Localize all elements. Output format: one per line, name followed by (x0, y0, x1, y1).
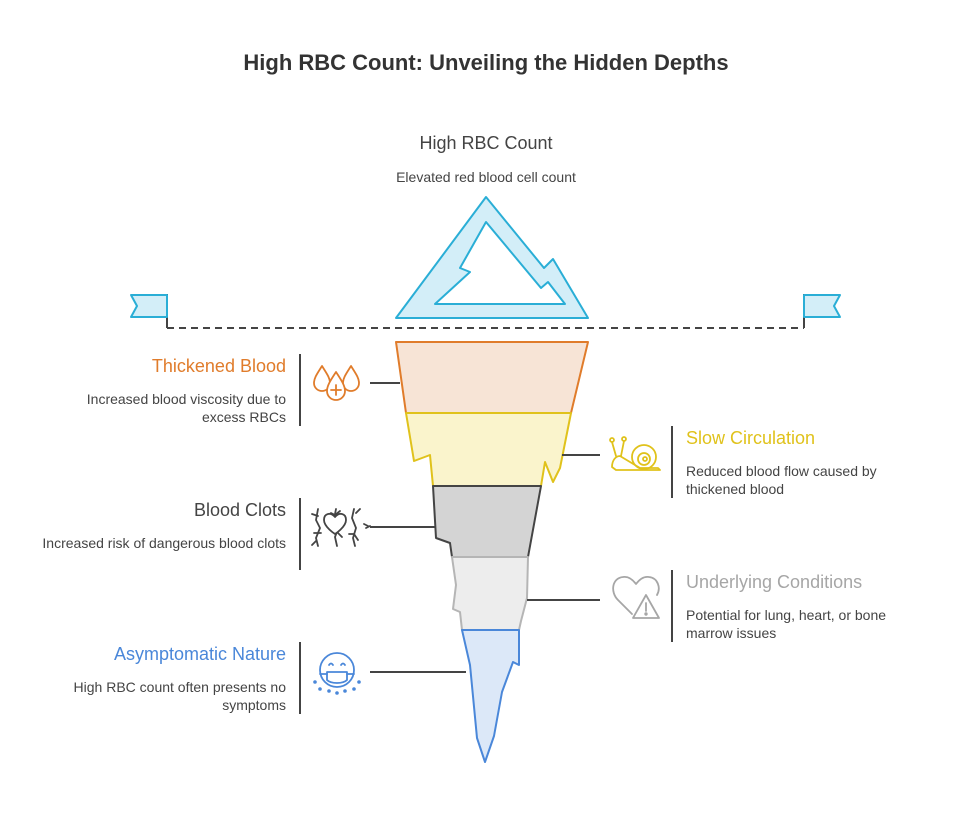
peak-title: High RBC Count (419, 133, 553, 153)
snail-icon (609, 436, 661, 471)
label-asymptomatic-nature: Asymptomatic Nature (113, 644, 286, 664)
iceberg-peak (395, 196, 589, 319)
description-underlying-conditions: Potential for lung, heart, or bone marro… (686, 607, 887, 641)
description-asymptomatic-nature: High RBC count often presents no symptom… (73, 679, 286, 713)
label-slow-circulation: Slow Circulation (686, 428, 816, 448)
peak-description: Elevated red blood cell count (396, 169, 576, 185)
layer-blood-clots (432, 485, 542, 558)
layer-underlying-conditions (451, 556, 529, 631)
layer-slow-circulation (405, 412, 572, 487)
description-blood-clots: Increased risk of dangerous blood clots (42, 535, 286, 551)
heart-warning-icon (612, 575, 660, 619)
blood-drops-icon (313, 365, 360, 401)
blood-clot-icon (311, 508, 371, 547)
peak-inner (434, 221, 566, 305)
description-slow-circulation: Reduced blood flow caused by thickened b… (686, 463, 877, 497)
right-flag (803, 294, 841, 318)
connectors (299, 354, 673, 714)
left-flag (130, 294, 168, 318)
label-blood-clots: Blood Clots (193, 500, 286, 520)
label-thickened-blood: Thickened Blood (151, 356, 286, 376)
masked-face-icon (313, 652, 361, 695)
layer-thickened-blood (395, 341, 589, 414)
description-thickened-blood: Increased blood viscosity due to excess … (86, 391, 286, 425)
page-title: High RBC Count: Unveiling the Hidden Dep… (243, 50, 729, 75)
label-underlying-conditions: Underlying Conditions (686, 572, 863, 592)
waterline-group (130, 294, 841, 329)
layer-asymptomatic-nature (461, 629, 520, 763)
